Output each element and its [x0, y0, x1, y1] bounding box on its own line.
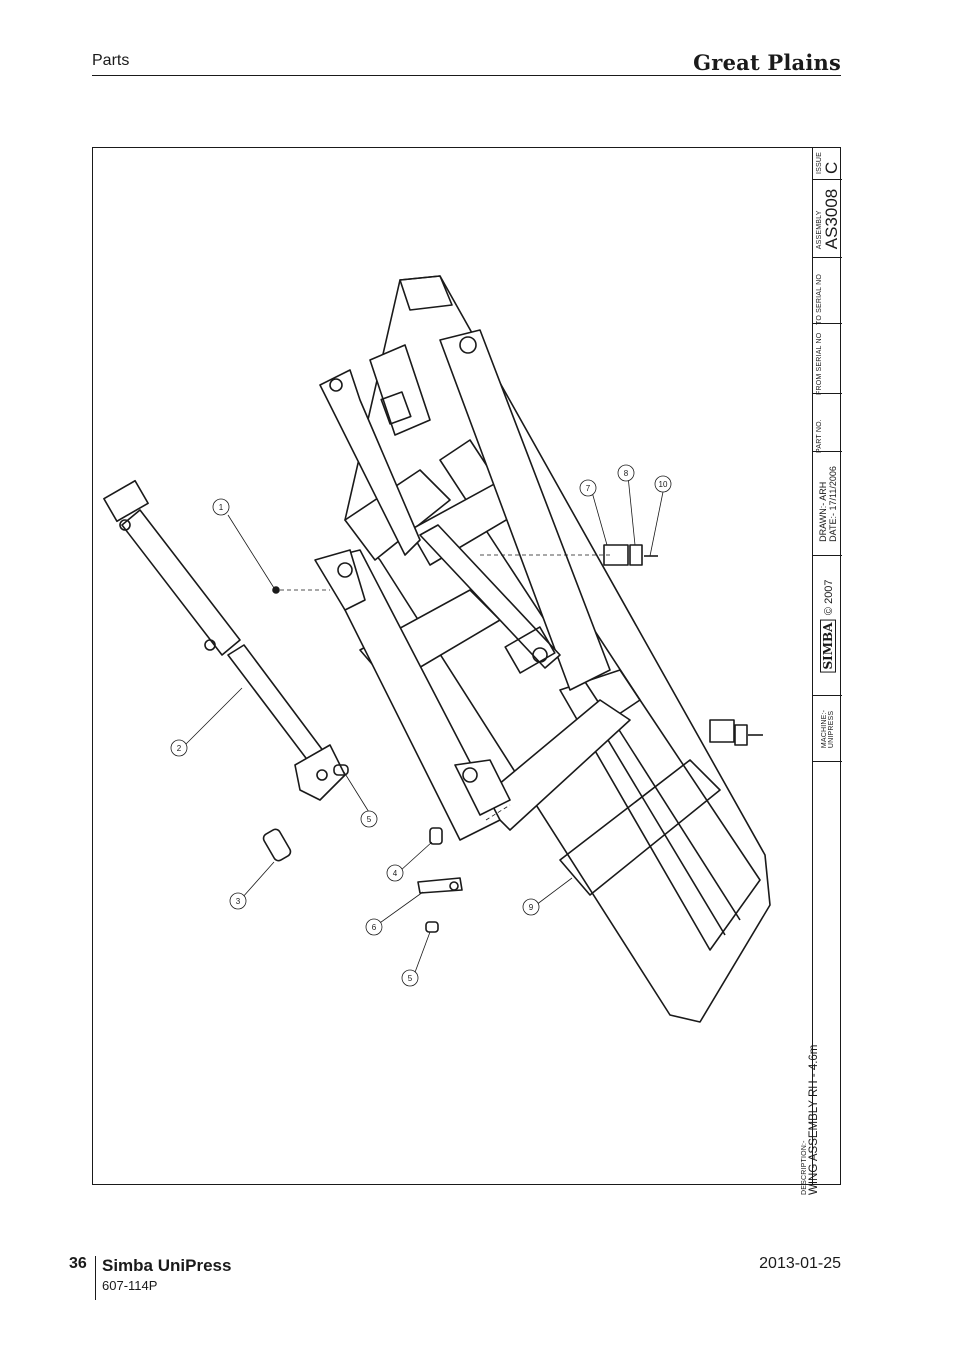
page-number: 36 [69, 1255, 87, 1272]
balloon-9: 9 [522, 898, 540, 916]
svg-text:6: 6 [372, 923, 377, 932]
section-title: Parts [92, 52, 130, 69]
balloon-8: 8 [617, 464, 635, 482]
lug-plate-top [319, 369, 421, 556]
balloon-4: 4 [386, 864, 404, 882]
logo-cell: SIMBA © 2007 [813, 556, 842, 696]
footer-code: 607-114P [102, 1278, 158, 1293]
from-serial-cell: FROM SERIAL NO [813, 324, 842, 395]
machine-cell: MACHINE:-UNIPRESS [813, 696, 842, 762]
balloon-3: 3 [229, 892, 247, 910]
svg-text:9: 9 [529, 903, 534, 912]
svg-text:1: 1 [219, 503, 224, 512]
pivot-plate [454, 759, 511, 816]
balloon-5b: 5 [401, 969, 419, 987]
balloon-7: 7 [579, 479, 597, 497]
lug-plate-left [314, 549, 366, 611]
cross-member-5 [559, 759, 721, 896]
svg-text:7: 7 [586, 484, 591, 493]
simba-logo: SIMBA [819, 619, 836, 673]
frame-rail-top [399, 275, 453, 311]
header-divider [92, 75, 841, 76]
main-beam [439, 329, 611, 691]
svg-text:8: 8 [624, 469, 629, 478]
svg-text:10: 10 [659, 480, 668, 489]
square-tube [369, 344, 431, 436]
part-no-cell: PART NO. [813, 394, 842, 453]
description-cell: DESCRIPTION:-WING ASSEMBLY RH - 4.6m [801, 1044, 820, 1195]
balloon-10: 10 [654, 475, 672, 493]
tab-washer [417, 877, 463, 894]
svg-text:2: 2 [177, 744, 182, 753]
exploded-cylinder-rod [227, 644, 331, 771]
balloon-2: 2 [170, 739, 188, 757]
svg-text:5: 5 [408, 974, 413, 983]
clevis [294, 744, 346, 801]
balloon-6: 6 [365, 918, 383, 936]
footer-title: Simba UniPress [102, 1256, 232, 1275]
exploded-cylinder-barrel [121, 509, 241, 656]
svg-text:5: 5 [367, 815, 372, 824]
svg-text:3: 3 [236, 897, 241, 906]
drawing-frame [92, 147, 841, 1185]
balloon-1: 1 [212, 498, 230, 516]
footer-divider [95, 1256, 96, 1300]
balloon-5a: 5 [360, 810, 378, 828]
footer-date: 2013-01-25 [759, 1255, 841, 1272]
frame-panel [559, 669, 761, 951]
svg-text:4: 4 [393, 869, 398, 878]
mounted-cylinder [419, 524, 561, 669]
exploded-parts-drawing: 1 2 3 4 5 5 6 7 8 9 10 [103, 275, 771, 1023]
brand-logo: Great Plains [693, 50, 841, 75]
to-serial-cell: TO SERIAL NO [813, 258, 842, 325]
